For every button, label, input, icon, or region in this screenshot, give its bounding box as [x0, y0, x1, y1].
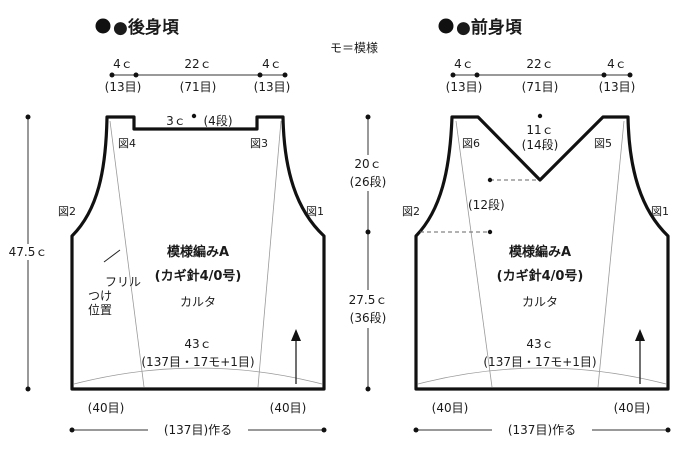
- back-yarn-name: カルタ: [180, 295, 216, 309]
- front-height-tick-top: [365, 114, 371, 120]
- front-v-bottom-dot: [487, 177, 493, 183]
- back-height-tick-top: [25, 114, 31, 120]
- front-left-hem-stitches: (40目): [432, 401, 469, 415]
- front-cast-on-tick-right: [665, 427, 671, 433]
- front-pattern-name: 模様編みA: [509, 244, 571, 260]
- back-left-shoulder-width: 4ｃ: [113, 57, 133, 71]
- back-cast-on: (137目)作る: [164, 423, 232, 437]
- front-armhole-label-bg: [342, 155, 394, 191]
- back-neck-depth: 3ｃ: [166, 114, 186, 128]
- back-dim-tick-4: [282, 72, 288, 78]
- back-frill-pointer: [103, 249, 121, 263]
- front-neck-width: 22ｃ: [526, 57, 553, 71]
- front-dim-tick-1: [450, 72, 456, 78]
- front-fig6-label: 図6: [462, 137, 480, 150]
- back-neck-stitches: (71目): [180, 80, 217, 94]
- front-guide-left: [455, 120, 493, 388]
- back-guide-left: [109, 120, 145, 388]
- front-right-shoulder-stitches: (13目): [599, 80, 636, 94]
- back-body-panel: ●後身頃 4ｃ (13目) 22ｃ (71目) 4ｃ (13目) 3ｃ (4段)…: [4, 17, 327, 438]
- front-left-shoulder-stitches: (13目): [446, 80, 483, 94]
- front-v-rows: (14段): [522, 137, 559, 152]
- front-neck-stitches: (71目): [522, 80, 559, 94]
- back-left-hem-stitches: (40目): [88, 401, 125, 415]
- back-width: 43ｃ: [184, 337, 211, 351]
- back-width-stitches: (137目・17モ+1目): [141, 355, 254, 369]
- front-fig5-label: 図5: [594, 137, 612, 150]
- back-cast-on-label-bg: [148, 421, 248, 438]
- back-cast-on-tick-left: [69, 427, 75, 433]
- front-body-rows: (36段): [350, 310, 387, 325]
- back-right-shoulder-width: 4ｃ: [262, 57, 282, 71]
- back-neck-depth-dot: [191, 113, 197, 119]
- back-fig3-label: 図3: [250, 137, 268, 150]
- front-dim-tick-3: [601, 72, 607, 78]
- front-body-height: 27.5ｃ: [349, 293, 388, 307]
- front-body-panel: ●前身頃 4ｃ (13目) 22ｃ (71目) 4ｃ (13目) (12段) 1…: [342, 17, 671, 438]
- front-title-bullet: [438, 18, 454, 34]
- front-hook-size: (カギ針4/0号): [497, 268, 584, 284]
- back-fig2-label: 図2: [58, 205, 76, 218]
- front-mid-rows: (12段): [468, 197, 505, 212]
- front-hem-arc: [417, 367, 667, 385]
- back-guide-right: [257, 120, 282, 388]
- back-hook-size: (カギ針4/0号): [155, 268, 242, 284]
- front-width: 43ｃ: [526, 337, 553, 351]
- back-right-hem-stitches: (40目): [270, 401, 307, 415]
- back-title: ●後身頃: [113, 17, 180, 38]
- front-direction-arrow-icon: [635, 329, 645, 341]
- back-fig1-label: 図1: [306, 205, 324, 218]
- back-cast-on-tick-right: [321, 427, 327, 433]
- front-armhole-height: 20ｃ: [354, 157, 381, 171]
- back-hem-arc: [73, 367, 323, 385]
- front-body-outline: [414, 115, 670, 391]
- front-width-stitches: (137目・17モ+1目): [483, 355, 596, 369]
- front-fig1-label: 図1: [651, 205, 669, 218]
- front-armhole-dot: [487, 229, 493, 235]
- back-body-outline: [70, 115, 326, 391]
- back-left-shoulder-stitches: (13目): [105, 80, 142, 94]
- back-neck-width: 22ｃ: [184, 57, 211, 71]
- back-dim-tick-3: [257, 72, 263, 78]
- back-height-tick-bottom: [25, 386, 31, 392]
- front-guide-right: [597, 120, 625, 388]
- back-pattern-name: 模様編みA: [167, 244, 229, 260]
- front-left-shoulder-width: 4ｃ: [454, 57, 474, 71]
- front-height-tick-bottom: [365, 386, 371, 392]
- front-body-height-label-bg: [342, 290, 394, 328]
- front-right-hem-stitches: (40目): [614, 401, 651, 415]
- back-neck-rows: (4段): [204, 113, 233, 128]
- front-title: ●前身頃: [456, 17, 523, 38]
- front-cast-on-tick-left: [413, 427, 419, 433]
- back-height-label-bg: [4, 244, 52, 260]
- back-dim-tick-1: [109, 72, 115, 78]
- front-right-shoulder-width: 4ｃ: [607, 57, 627, 71]
- front-fig2-label: 図2: [402, 205, 420, 218]
- legend-label: モ＝模様: [330, 41, 378, 55]
- front-yarn-name: カルタ: [522, 295, 558, 309]
- front-cast-on: (137目)作る: [508, 423, 576, 437]
- back-right-shoulder-stitches: (13目): [254, 80, 291, 94]
- back-direction-arrow-icon: [291, 329, 301, 341]
- front-v-depth-dot: [537, 113, 543, 119]
- front-dim-tick-4: [627, 72, 633, 78]
- front-height-tick-mid: [365, 229, 371, 235]
- back-fig4-label: 図4: [118, 137, 136, 150]
- front-cast-on-label-bg: [492, 421, 592, 438]
- front-dim-tick-2: [474, 72, 480, 78]
- front-v-depth: 11ｃ: [526, 123, 553, 137]
- back-height: 47.5ｃ: [9, 245, 48, 259]
- front-armhole-rows: (26段): [350, 174, 387, 189]
- back-title-bullet: [95, 18, 111, 34]
- back-dim-tick-2: [133, 72, 139, 78]
- back-frill-label: フリル つけ 位置: [88, 275, 145, 317]
